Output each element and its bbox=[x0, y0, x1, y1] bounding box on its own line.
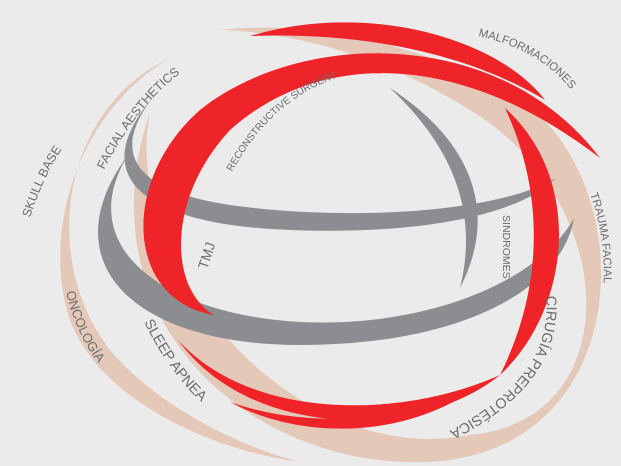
label-tmj: TMJ bbox=[195, 240, 219, 271]
gray-right-arc bbox=[390, 88, 478, 288]
label-skull-base: SKULL BASE bbox=[20, 143, 65, 219]
red-bottom-swoosh bbox=[178, 340, 500, 421]
red-main-ring bbox=[143, 53, 600, 316]
label-oncologia: ONCOLOGÍA bbox=[63, 289, 108, 365]
red-top-swoosh bbox=[250, 22, 545, 100]
label-sindromes: SINDROMES bbox=[500, 215, 512, 279]
red-bottom-tail bbox=[230, 392, 470, 429]
red-right-swoosh bbox=[500, 108, 559, 375]
